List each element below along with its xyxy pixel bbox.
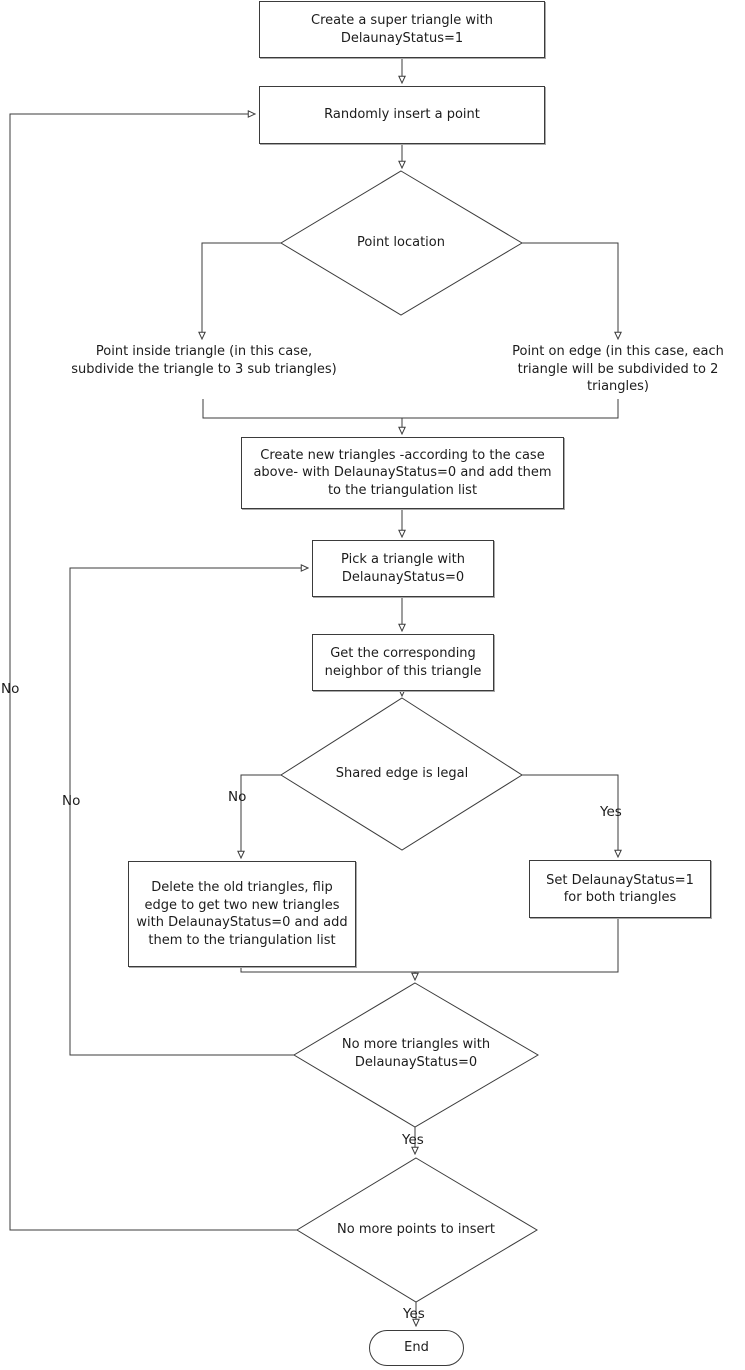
- decision-shared-edge-shape: [280, 697, 523, 851]
- connector-pointlocation-to-onedge: [522, 242, 618, 339]
- process-create-new-triangles-label: Create new triangles -according to the c…: [253, 447, 552, 498]
- terminal-end-label: End: [404, 1340, 429, 1356]
- edge-label-no-more-triangles-no: No: [62, 793, 81, 809]
- annotation-point-on-edge: Point on edge (in this case, each triang…: [512, 344, 724, 394]
- terminal-end: End: [369, 1330, 464, 1366]
- edge-label-shared-edge-yes: Yes: [600, 804, 622, 820]
- connector-nomorepoints-no-loop: [9, 114, 297, 1231]
- process-pick-triangle: Pick a triangle with DelaunayStatus=0: [312, 540, 494, 597]
- decision-point-location-shape: [280, 170, 523, 316]
- annotation-point-inside: Point inside triangle (in this case, sub…: [71, 344, 337, 377]
- connector-branch-merge: [202, 399, 619, 419]
- decision-no-more-triangles-shape: [293, 982, 539, 1128]
- process-get-neighbor: Get the corresponding neighbor of this t…: [312, 634, 494, 691]
- decision-no-more-triangles-label: No more triangles with DelaunayStatus=0: [341, 1037, 491, 1070]
- process-delete-old-triangles-label: Delete the old triangles, flip edge to g…: [136, 880, 348, 948]
- decision-shared-edge-label: Shared edge is legal: [335, 766, 469, 781]
- process-randomly-insert-point-label: Randomly insert a point: [324, 107, 480, 123]
- process-set-delaunay-status: Set DelaunayStatus=1 for both triangles: [529, 860, 711, 918]
- decision-no-more-points-shape: [296, 1157, 538, 1303]
- decision-point-location-label: Point location: [357, 235, 445, 250]
- edge-label-no-more-triangles-yes: Yes: [402, 1132, 424, 1148]
- process-delete-old-triangles: Delete the old triangles, flip edge to g…: [128, 861, 356, 967]
- connector-sharededge-yes-to-set: [522, 774, 618, 857]
- process-create-super-triangle: Create a super triangle with DelaunaySta…: [259, 1, 545, 58]
- process-create-super-triangle-label: Create a super triangle with DelaunaySta…: [311, 13, 493, 46]
- connector-bottom-merge: [240, 917, 619, 973]
- decision-no-more-points-label: No more points to insert: [337, 1222, 495, 1237]
- edge-label-no-more-points-yes: Yes: [403, 1306, 425, 1322]
- process-get-neighbor-label: Get the corresponding neighbor of this t…: [324, 646, 482, 679]
- edge-label-shared-edge-no: No: [228, 789, 247, 805]
- process-create-new-triangles: Create new triangles -according to the c…: [241, 437, 564, 509]
- connector-nomoretriangles-no-loop: [69, 568, 308, 1056]
- edge-label-no-more-points-no: No: [1, 681, 20, 697]
- process-randomly-insert-point: Randomly insert a point: [259, 86, 545, 144]
- connector-pointlocation-to-inside: [202, 242, 281, 339]
- process-pick-triangle-label: Pick a triangle with DelaunayStatus=0: [341, 552, 465, 585]
- connector-sharededge-no-to-delete: [241, 774, 281, 858]
- process-set-delaunay-status-label: Set DelaunayStatus=1 for both triangles: [546, 872, 694, 906]
